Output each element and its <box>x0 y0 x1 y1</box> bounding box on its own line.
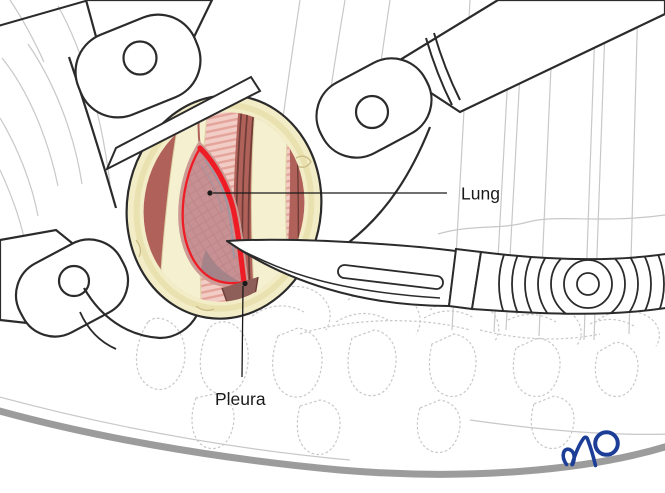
pleura-leader-line <box>241 285 244 378</box>
retractor-arm-left <box>0 228 198 350</box>
wound-opening <box>125 94 323 320</box>
lung-label: Lung <box>461 184 500 204</box>
pleura-annotation: Pleura <box>215 280 266 409</box>
retractor-arm-right <box>315 0 665 244</box>
skin-outline <box>0 396 665 478</box>
pleural-incision <box>178 103 253 314</box>
retractor-arm-top <box>67 0 214 209</box>
retractor-pivot-hole <box>57 264 91 298</box>
lung-annotation: Lung <box>207 184 500 204</box>
retractor-blade <box>104 75 262 172</box>
pleura-cut-edge-left <box>181 146 246 285</box>
instrument-edge-top-left <box>0 0 93 27</box>
pleura-marker-dot <box>242 280 248 287</box>
ao-logo-letter-a <box>561 435 598 468</box>
retractor-pivot-hole <box>354 94 390 130</box>
background-ribs-left <box>0 0 111 249</box>
scalpel-grip-rings <box>498 252 665 314</box>
scalpel <box>226 238 665 315</box>
lung-marker-dot <box>207 190 213 196</box>
scalpel-handle <box>470 250 665 315</box>
pleura-cut-edge-right <box>197 145 247 285</box>
retractor-pivot-hole <box>122 40 158 76</box>
ao-logo-letter-o <box>593 430 620 457</box>
ao-logo <box>561 430 620 468</box>
scalpel-blade-slot <box>337 264 444 290</box>
pleura-label: Pleura <box>215 389 266 409</box>
